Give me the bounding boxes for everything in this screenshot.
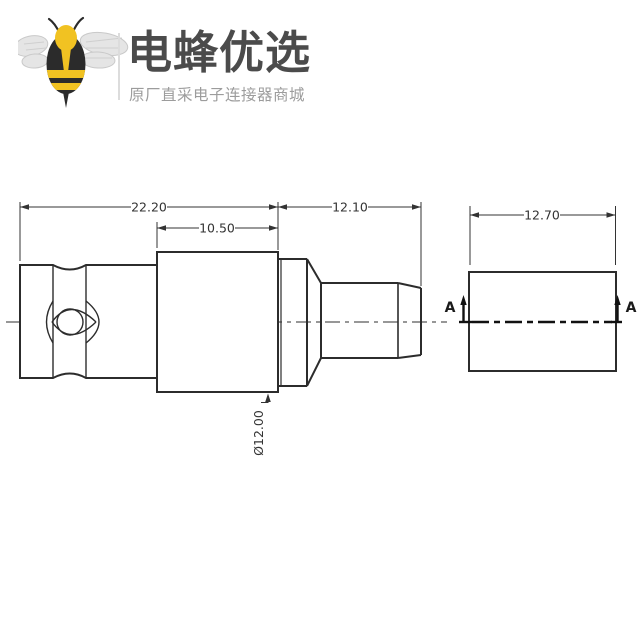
bnc-coupling-nut <box>19 264 158 379</box>
dim-ferrule-length-text: 12.70 <box>524 208 560 223</box>
dim-body-diameter-text: Ø12.00 <box>251 410 266 456</box>
bee-tie <box>61 48 71 78</box>
section-label-left: A <box>445 300 456 316</box>
section-label-right: A <box>626 300 637 316</box>
brand-subtitle: 原厂直采电子连接器商城 <box>129 86 306 104</box>
section-arrow-left <box>460 295 467 305</box>
logo-divider <box>118 33 120 100</box>
bee-head <box>55 25 77 51</box>
section-arrow-right <box>614 295 621 305</box>
dim-body-length-text: 10.50 <box>199 221 235 236</box>
bee-logo-icon <box>18 16 129 108</box>
dim-overall-length-text: 22.20 <box>131 200 167 215</box>
dim-barrel-length: 12.10 <box>278 200 422 286</box>
brand-header: 电蜂优选 原厂直采电子连接器商城 <box>0 0 639 130</box>
dim-ferrule-length: 12.70 <box>469 206 616 265</box>
dim-body-diameter: Ø12.00 <box>251 393 271 456</box>
crimp-barrel <box>320 282 422 359</box>
crimp-ferrule-view: A A <box>445 271 637 372</box>
brand-title: 电蜂优选 <box>127 26 312 79</box>
connector-body <box>156 251 322 393</box>
dim-overall-length: 22.20 <box>19 200 279 261</box>
dim-barrel-length-text: 12.10 <box>332 200 368 215</box>
bee-wing-veins <box>23 37 123 59</box>
dim-body-length: 10.50 <box>156 221 278 248</box>
bee-stinger <box>63 92 69 108</box>
